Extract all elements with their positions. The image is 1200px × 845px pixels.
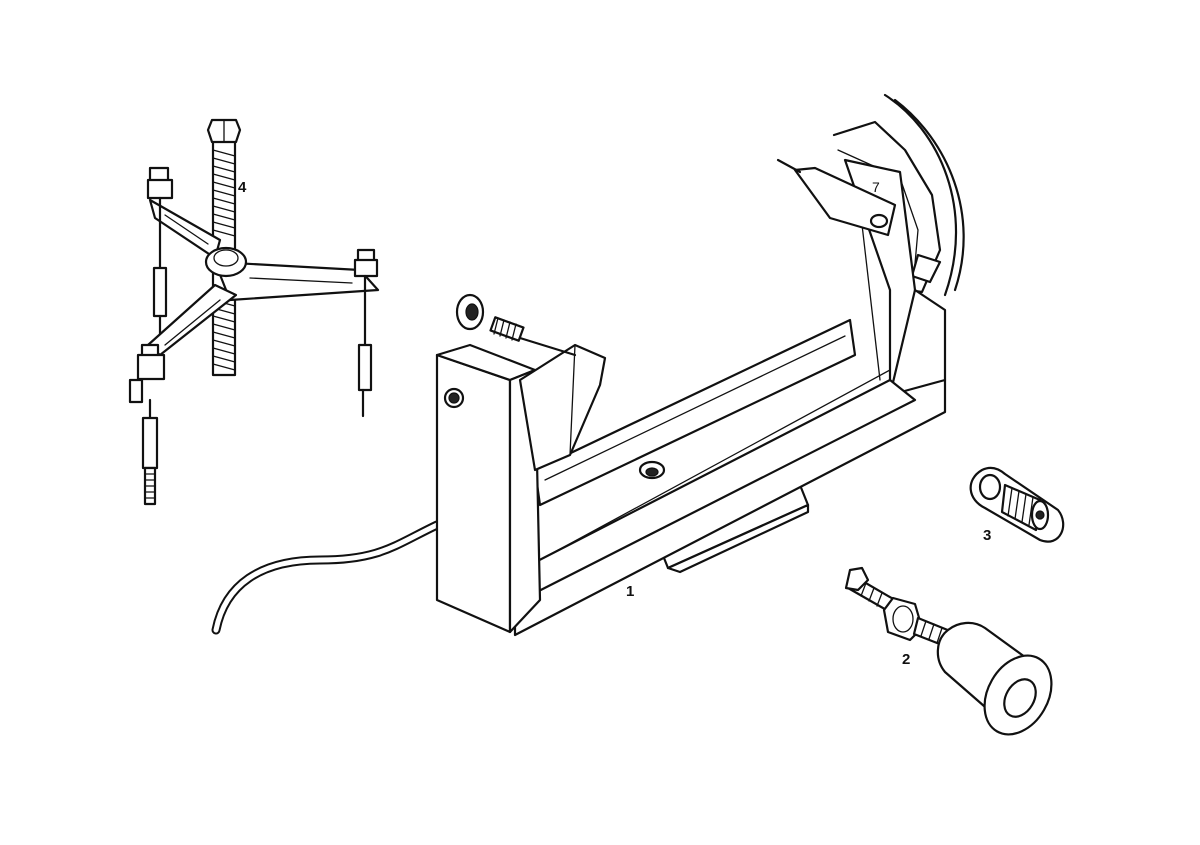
puller-legs [141, 196, 373, 506]
puller-arms [146, 198, 380, 357]
fixture-washer [455, 293, 485, 331]
fixture-stud [489, 316, 577, 357]
threaded-insert: 3 [969, 466, 1065, 544]
fixture-right-arm: 7 [776, 158, 947, 402]
fixture-jaw [518, 343, 607, 472]
callout-3: 3 [983, 527, 991, 544]
fixture-mark: 7 [872, 179, 880, 195]
drift-puller: 2 [844, 566, 1053, 736]
callout-1: 1 [626, 583, 634, 600]
arm-tip-nuts [128, 166, 379, 404]
callout-4: 4 [238, 179, 247, 196]
callout-2: 2 [902, 651, 910, 668]
holding-fixture: 7 [211, 93, 965, 637]
three-arm-puller: 4 [128, 118, 380, 506]
fixture-base-plate [658, 483, 810, 574]
